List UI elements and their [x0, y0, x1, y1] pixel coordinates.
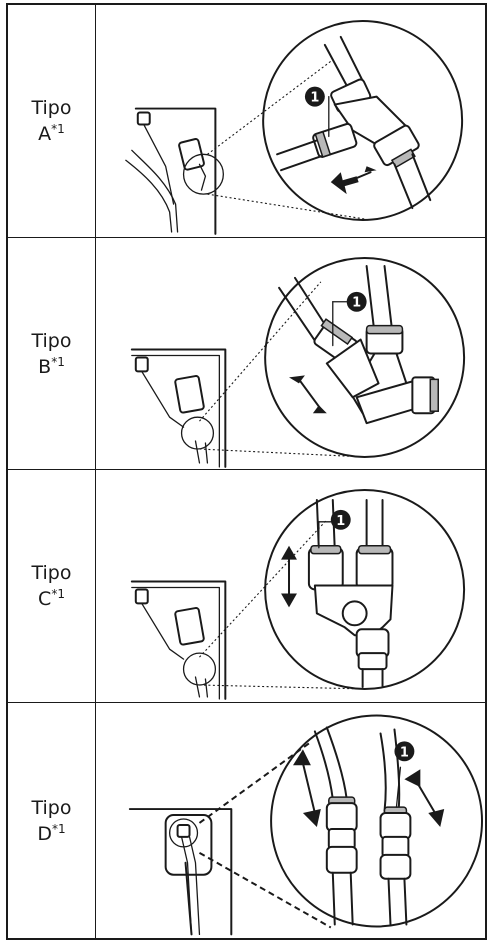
type-a-figure: 1: [96, 5, 485, 237]
row-type-c: Tipo C*1: [8, 470, 485, 703]
row-type-d: Tipo D*1: [8, 703, 485, 938]
type-d-word: Tipo: [31, 796, 72, 819]
type-c-illustration: 1: [130, 488, 466, 700]
type-b-letter: B: [38, 355, 52, 378]
type-d-footnote: *1: [52, 821, 66, 836]
type-c-callout: 1: [336, 514, 345, 529]
type-d-figure: 1: [96, 703, 485, 938]
type-d-illustration: 1: [128, 714, 484, 936]
type-d-callout: 1: [400, 745, 409, 760]
filter-type-table: Tipo A*1: [6, 3, 487, 940]
type-a-label: Tipo A*1: [8, 5, 96, 237]
row-type-a: Tipo A*1: [8, 5, 485, 238]
type-b-letter-line: B*1: [38, 354, 65, 380]
type-b-word: Tipo: [31, 329, 72, 352]
type-b-label: Tipo B*1: [8, 238, 96, 469]
type-c-word: Tipo: [31, 562, 72, 584]
type-a-letter: A: [38, 123, 52, 145]
type-b-figure: 1: [96, 238, 485, 469]
type-c-letter: C: [38, 588, 52, 610]
type-b-callout: 1: [352, 296, 361, 311]
type-a-letter-line: A*1: [38, 121, 65, 147]
type-a-callout: 1: [310, 91, 319, 106]
type-d-label: Tipo D*1: [8, 703, 96, 938]
type-b-footnote: *1: [51, 354, 65, 369]
type-d-letter: D: [37, 822, 52, 845]
type-a-footnote: *1: [51, 122, 65, 136]
type-a-illustration: 1: [125, 20, 464, 235]
row-type-b: Tipo B*1: [8, 238, 485, 470]
type-c-letter-line: C*1: [38, 586, 65, 612]
type-c-label: Tipo C*1: [8, 470, 96, 702]
type-c-figure: 1: [96, 470, 485, 702]
type-d-letter-line: D*1: [37, 821, 65, 847]
type-b-illustration: 1: [130, 256, 466, 468]
type-c-footnote: *1: [51, 587, 65, 601]
type-a-word: Tipo: [31, 97, 72, 119]
